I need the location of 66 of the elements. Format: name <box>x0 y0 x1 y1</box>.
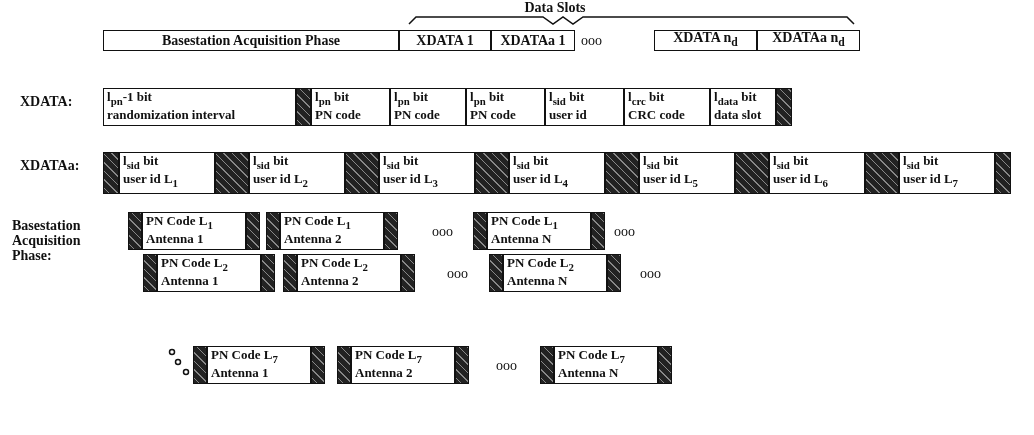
guard-bar <box>995 152 1011 194</box>
frame-field: XDATAa n$_{d}$ <box>757 30 860 51</box>
guard-bar <box>103 152 119 194</box>
frame-field: l$_{sid}$ bit user id L$_{4}$ <box>509 152 605 194</box>
guard-bar <box>776 88 792 126</box>
frame-field: l$_{pn}$ bit PN code <box>311 88 390 126</box>
frame-field: PN Code L$_{2}$ Antenna 2 <box>297 254 401 292</box>
frame-field: PN Code L$_{1}$ Antenna 2 <box>280 212 384 250</box>
frame-field: l$_{sid}$ bit user id L$_{1}$ <box>119 152 215 194</box>
frame-field: l$_{data}$ bit data slot <box>710 88 776 126</box>
guard-bar <box>607 254 621 292</box>
guard-bar <box>865 152 899 194</box>
guard-bar <box>311 346 325 384</box>
guard-bar <box>401 254 415 292</box>
guard-bar <box>605 152 639 194</box>
row-label: Basestation Acquisition Phase: <box>12 218 82 263</box>
frame-field: l$_{sid}$ bit user id L$_{2}$ <box>249 152 345 194</box>
frame-field: l$_{sid}$ bit user id L$_{5}$ <box>639 152 735 194</box>
frame-field: l$_{crc}$ bit CRC code <box>624 88 710 126</box>
guard-bar <box>261 254 275 292</box>
ellipsis: ooo <box>581 33 603 48</box>
frame-field: PN Code L$_{1}$ Antenna N <box>487 212 591 250</box>
guard-bar <box>266 212 280 250</box>
row-label: XDATAa: <box>20 158 81 173</box>
guard-bar <box>143 254 157 292</box>
frame-field: PN Code L$_{7}$ Antenna N <box>554 346 658 384</box>
guard-bar <box>658 346 672 384</box>
frame-field: XDATA 1 <box>399 30 491 51</box>
frame-field: l$_{sid}$ bit user id <box>545 88 624 126</box>
frame-field: l$_{pn}$ bit PN code <box>390 88 466 126</box>
frame-field: XDATA n$_{d}$ <box>654 30 757 51</box>
frame-field: PN Code L$_{7}$ Antenna 1 <box>207 346 311 384</box>
frame-field: l$_{pn}$ bit PN code <box>466 88 545 126</box>
ellipsis: ooo <box>496 358 518 373</box>
guard-bar <box>540 346 554 384</box>
guard-bar <box>246 212 260 250</box>
ellipsis: ooo <box>640 266 662 281</box>
guard-bar <box>128 212 142 250</box>
frame-field: PN Code L$_{1}$ Antenna 1 <box>142 212 246 250</box>
ellipsis: ooo <box>614 224 636 239</box>
frame-field: PN Code L$_{2}$ Antenna N <box>503 254 607 292</box>
guard-bar <box>283 254 297 292</box>
frame-field: XDATAa 1 <box>491 30 575 51</box>
guard-bar <box>475 152 509 194</box>
guard-bar <box>384 212 398 250</box>
frame-field: l$_{sid}$ bit user id L$_{6}$ <box>769 152 865 194</box>
slot-group-label: Data Slots <box>523 0 587 15</box>
row-label: XDATA: <box>20 94 74 109</box>
guard-bar <box>735 152 769 194</box>
frame-field: l$_{sid}$ bit user id L$_{3}$ <box>379 152 475 194</box>
ellipsis: ooo <box>432 224 454 239</box>
guard-bar <box>455 346 469 384</box>
frame-field: l$_{pn}$-1 bit randomization interval <box>103 88 296 126</box>
ellipsis: ooo <box>447 266 469 281</box>
guard-bar <box>337 346 351 384</box>
guard-bar <box>473 212 487 250</box>
guard-bar <box>215 152 249 194</box>
guard-bar <box>345 152 379 194</box>
frame-field: l$_{sid}$ bit user id L$_{7}$ <box>899 152 995 194</box>
guard-bar <box>489 254 503 292</box>
frame-field: PN Code L$_{7}$ Antenna 2 <box>351 346 455 384</box>
guard-bar <box>296 88 311 126</box>
frame-field: PN Code L$_{2}$ Antenna 1 <box>157 254 261 292</box>
frame-field: Basestation Acquisition Phase <box>103 30 399 51</box>
guard-bar <box>591 212 605 250</box>
guard-bar <box>193 346 207 384</box>
